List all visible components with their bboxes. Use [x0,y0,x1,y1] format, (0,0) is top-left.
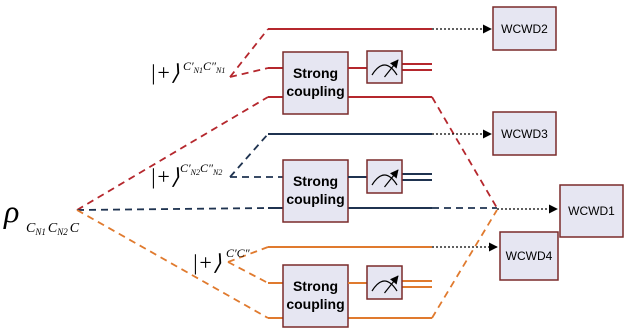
navy-dashed-to-top [229,133,269,178]
output-box-wcwd3: WCWD3 [492,111,557,156]
ket-label-2: |+⟩ C′N2C″N2 [150,161,222,189]
orange-dashed-to-merge [431,209,498,319]
ket-1-superscript: C′N1C″N1 [183,59,225,75]
meter-icon-3 [366,265,403,300]
navy-dashed-from-source [76,207,269,211]
coupling-box-1-line1: Strong [293,65,338,81]
orange-dashed-to-mid [227,261,269,284]
coupling-box-1-line2: coupling [286,83,344,99]
meter-icon-2 [366,159,403,194]
navy-branch [76,129,497,211]
ket-2-symbol: |+⟩ [150,164,180,189]
output-label-wcwd2: WCWD2 [501,22,548,36]
red-dashed-to-merge [431,96,498,209]
red-branch [76,24,498,211]
coupling-box-2: Strong coupling [282,159,349,223]
ket-3-superscript: C′C″ [226,246,251,260]
ket-1-symbol: |+⟩ [150,60,180,85]
coupling-box-2-line2: coupling [286,191,344,207]
orange-branch [76,209,498,319]
output-box-wcwd2: WCWD2 [492,6,557,51]
orange-dashed-from-source [76,209,269,319]
ket-label-3: |+⟩ C′C″ [192,246,251,275]
ket-label-1: |+⟩ C′N1C″N1 [150,59,225,85]
coupling-box-3: Strong coupling [282,264,349,328]
output-label-wcwd3: WCWD3 [501,127,548,141]
red-dashed-to-mid [229,67,269,78]
rho-symbol: ρ [3,193,19,229]
output-box-wcwd1: WCWD1 [559,184,624,238]
red-dashed-to-top [229,28,269,78]
output-label-wcwd4: WCWD4 [506,249,553,263]
coupling-box-3-line2: coupling [286,296,344,312]
ket-2-superscript: C′N2C″N2 [180,161,222,177]
coupling-box-2-line1: Strong [293,173,338,189]
coupling-box-3-line1: Strong [293,278,338,294]
output-label-wcwd1: WCWD1 [568,204,615,218]
output-box-wcwd4: WCWD4 [499,231,559,281]
ket-3-symbol: |+⟩ [192,250,222,275]
red-dashed-from-source [76,96,269,211]
meter-icon-1 [366,50,403,84]
coupling-box-1: Strong coupling [282,51,349,115]
